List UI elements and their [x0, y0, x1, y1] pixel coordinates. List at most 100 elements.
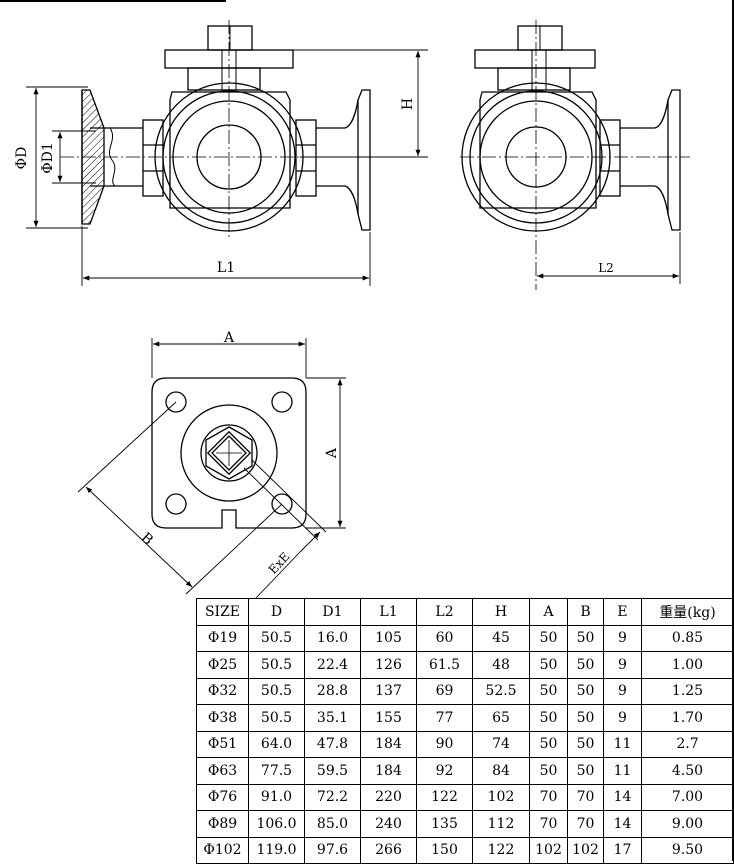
table-cell: 14	[603, 783, 642, 811]
table-cell: 52.5	[472, 677, 530, 705]
table-cell: Φ76	[196, 783, 249, 811]
table-cell: 126	[360, 651, 417, 679]
table-cell: 9	[603, 651, 642, 679]
table-cell: 50.5	[248, 704, 305, 732]
front-dimensions	[26, 49, 428, 286]
table-cell: 61.5	[416, 651, 473, 679]
table-cell: 77.5	[248, 757, 305, 785]
table-cell: 70	[567, 783, 604, 811]
table-cell: 50.5	[248, 677, 305, 705]
table-cell: 102	[529, 836, 568, 864]
top-dimensions	[77, 338, 346, 599]
table-cell: 50	[529, 624, 568, 652]
table-cell: 50	[529, 704, 568, 732]
header-weight: 重量(kg)	[641, 598, 734, 626]
table-cell: 240	[360, 810, 417, 838]
header-e: E	[603, 598, 642, 626]
a-top-label: A	[223, 330, 235, 346]
table-cell: 50	[567, 624, 604, 652]
table-cell: 50	[567, 651, 604, 679]
phi-d-label: ΦD	[14, 147, 30, 170]
table-cell: 155	[360, 704, 417, 732]
table-cell: 4.50	[641, 757, 734, 785]
table-cell: 50	[567, 757, 604, 785]
table-cell: 48	[472, 651, 530, 679]
table-cell: 137	[360, 677, 417, 705]
table-cell: 1.25	[641, 677, 734, 705]
table-cell: 184	[360, 730, 417, 758]
table-cell: 122	[472, 836, 530, 864]
table-cell: 220	[360, 783, 417, 811]
table-cell: 119.0	[248, 836, 305, 864]
side-dimensions	[537, 232, 681, 284]
table-cell: 64.0	[248, 730, 305, 758]
table-cell: 50	[529, 757, 568, 785]
table-cell: 50.5	[248, 624, 305, 652]
table-cell: 50	[567, 704, 604, 732]
table-cell: 35.1	[304, 704, 361, 732]
table-cell: 60	[416, 624, 473, 652]
l1-label: L1	[217, 260, 235, 276]
table-cell: 122	[416, 783, 473, 811]
header-d: D	[248, 598, 305, 626]
table-cell: Φ102	[196, 836, 249, 864]
table-cell: 97.6	[304, 836, 361, 864]
header-d1: D1	[304, 598, 361, 626]
table-cell: 102	[567, 836, 604, 864]
table-header-row: SIZE D D1 L1 L2 H A B E 重量(kg)	[196, 598, 734, 626]
table-cell: 9	[603, 624, 642, 652]
table-cell: 72.2	[304, 783, 361, 811]
phi-d1-label: ΦD1	[40, 142, 56, 174]
top-centerlines	[216, 440, 242, 466]
table-cell: Φ89	[196, 810, 249, 838]
table-cell: 9	[603, 677, 642, 705]
header-l2: L2	[416, 598, 473, 626]
side-centerlines	[460, 20, 690, 290]
table-cell: 14	[603, 810, 642, 838]
table-cell: 11	[603, 757, 642, 785]
header-b: B	[567, 598, 604, 626]
table-cell: 84	[472, 757, 530, 785]
table-cell: 266	[360, 836, 417, 864]
table-cell: 17	[603, 836, 642, 864]
table-cell: 9.00	[641, 810, 734, 838]
table-cell: Φ25	[196, 651, 249, 679]
header-size: SIZE	[196, 598, 249, 626]
table-cell: 11	[603, 730, 642, 758]
table-cell: 106.0	[248, 810, 305, 838]
table-cell: 184	[360, 757, 417, 785]
table-cell: 65	[472, 704, 530, 732]
header-a: A	[529, 598, 568, 626]
table-cell: 16.0	[304, 624, 361, 652]
table-cell: 47.8	[304, 730, 361, 758]
table-cell: 9	[603, 704, 642, 732]
table-cell: 92	[416, 757, 473, 785]
table-cell: 69	[416, 677, 473, 705]
table-cell: 1.70	[641, 704, 734, 732]
table-cell: 50.5	[248, 651, 305, 679]
table-cell: 105	[360, 624, 417, 652]
header-h: H	[472, 598, 530, 626]
table-cell: 91.0	[248, 783, 305, 811]
table-cell: 22.4	[304, 651, 361, 679]
table-cell: 50	[529, 730, 568, 758]
table-cell: Φ63	[196, 757, 249, 785]
table-cell: 28.8	[304, 677, 361, 705]
table-cell: 70	[529, 810, 568, 838]
table-cell: 50	[567, 730, 604, 758]
frame-right-line	[732, 0, 734, 861]
table-cell: 70	[567, 810, 604, 838]
b-label: B	[138, 530, 156, 549]
table-cell: 9.50	[641, 836, 734, 864]
table-cell: Φ51	[196, 730, 249, 758]
